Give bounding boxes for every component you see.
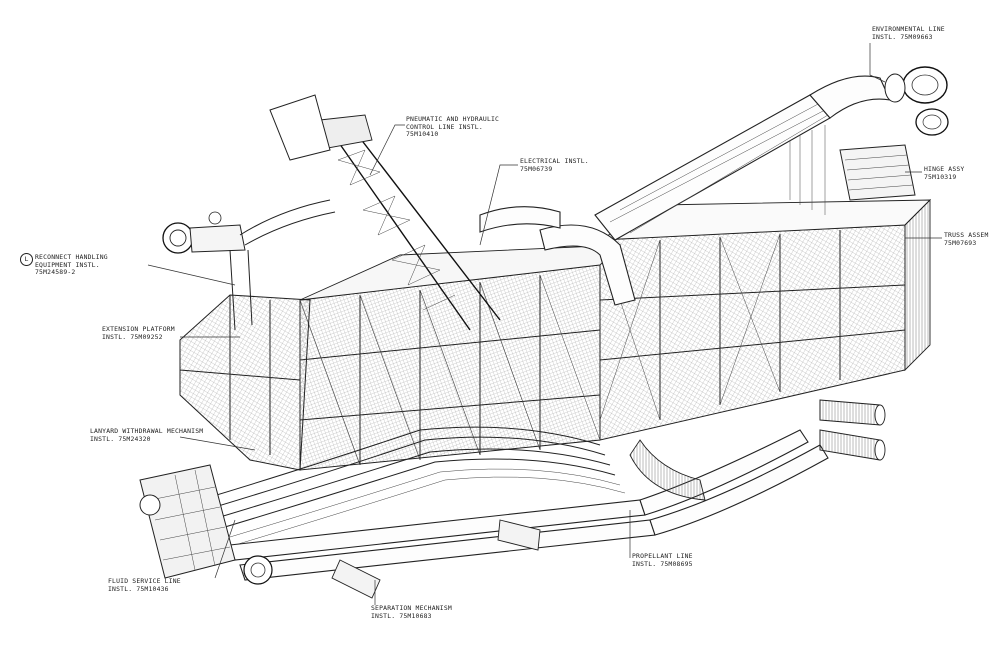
label-line: FLUID SERVICE LINE	[108, 577, 181, 585]
separation-mechanism-label: SEPARATION MECHANISM INSTL. 75M10683	[371, 604, 452, 620]
label-line: ELECTRICAL INSTL.	[520, 157, 589, 165]
label-line: ENVIRONMENTAL LINE	[872, 25, 945, 33]
label-line: INSTL. 75M08695	[632, 559, 693, 568]
label-line: INSTL. 75M24320	[90, 434, 151, 443]
propellant-line-label: PROPELLANT LINE INSTL. 75M08695	[632, 552, 693, 568]
label-line: SEPARATION MECHANISM	[371, 604, 452, 612]
truss-structure	[599, 198, 932, 441]
reconnect-callout-marker: L	[20, 253, 33, 266]
pneumatic-hydraulic-label: PNEUMATIC AND HYDRAULIC CONTROL LINE INS…	[406, 115, 500, 139]
fluid-service-line-label: FLUID SERVICE LINE INSTL. 75M10436	[108, 577, 181, 593]
label-line: LANYARD WITHDRAWAL MECHANISM	[90, 427, 204, 435]
label-line: INSTL. 75M10436	[108, 584, 169, 593]
fluid-service-block	[139, 464, 273, 585]
environmental-duct	[479, 66, 949, 306]
hinge-assy-label: HINGE ASSY 75M10319	[924, 165, 965, 181]
ribbed-hoses	[629, 399, 886, 501]
label-line: INSTL. 75M09663	[872, 32, 933, 41]
electrical-label: ELECTRICAL INSTL. 75M06739	[520, 157, 589, 173]
central-truss	[299, 244, 622, 471]
environmental-line-label: ENVIRONMENTAL LINE INSTL. 75M09663	[872, 25, 945, 41]
label-line: PROPELLANT LINE	[632, 552, 693, 560]
reconnect-equipment	[162, 199, 336, 331]
separation-bracket	[331, 519, 541, 599]
cable-bundles	[199, 426, 626, 549]
label-line: PNEUMATIC AND HYDRAULIC	[406, 115, 500, 123]
truss-assembly-label: TRUSS ASSEM 75M07693	[944, 231, 989, 247]
leader-lines	[147, 43, 942, 605]
label-line: CONTROL LINE INSTL.	[406, 122, 483, 131]
label-line: 75M10410	[406, 130, 439, 139]
label-line: HINGE ASSY	[924, 165, 965, 173]
label-line: RECONNECT HANDLING	[35, 253, 108, 261]
reconnect-handling-label: RECONNECT HANDLING EQUIPMENT INSTL. 75M2…	[35, 253, 108, 277]
label-line: 75M07693	[944, 238, 977, 247]
tower-mast	[269, 94, 501, 331]
lanyard-withdrawal-label: LANYARD WITHDRAWAL MECHANISM INSTL. 75M2…	[90, 427, 204, 443]
label-line: TRUSS ASSEM	[944, 231, 989, 239]
label-line: 75M06739	[520, 164, 553, 173]
label-line: EXTENSION PLATFORM	[102, 325, 175, 333]
label-line: INSTL. 75M10683	[371, 611, 432, 620]
label-line: EQUIPMENT INSTL.	[35, 260, 100, 269]
extension-platform-label: EXTENSION PLATFORM INSTL. 75M09252	[102, 325, 175, 341]
extension-platform	[179, 294, 311, 471]
label-line: 75M24589-2	[35, 268, 76, 277]
hinge-assembly	[789, 125, 916, 215]
label-line: 75M10319	[924, 172, 957, 181]
label-line: INSTL. 75M09252	[102, 332, 163, 341]
